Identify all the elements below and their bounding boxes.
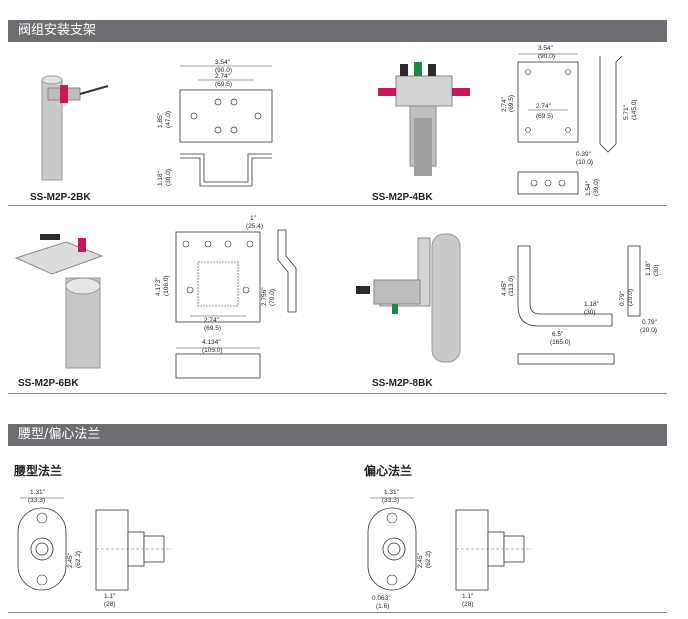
bracket-4bk-photo	[378, 62, 470, 176]
svg-text:2.74": 2.74"	[536, 103, 552, 110]
divider-bottom	[8, 612, 667, 613]
bracket-4bk-drawing: 3.54" (90.0) 2.74" (69.5) 2.74" (69.5) 5…	[501, 45, 638, 196]
svg-text:(20.0): (20.0)	[640, 327, 657, 334]
oval-flange-drawing: 1.31" (33.3) 2.45" (62.2) 1.1" (28)	[17, 489, 172, 608]
svg-text:(69.5): (69.5)	[204, 325, 221, 332]
bracket-code-8bk: SS-M2P-8BK	[372, 378, 433, 389]
flange-heading-eccentric: 偏心法兰	[364, 464, 413, 478]
bracket-code-2bk: SS-M2P-2BK	[30, 192, 91, 203]
svg-text:(30): (30)	[653, 264, 660, 276]
svg-text:2.74": 2.74"	[215, 73, 231, 80]
flange-heading-oval: 腰型法兰	[14, 464, 63, 478]
bracket-8bk-drawing: 4.45" (113.0) 1.18" (30) 6.5" (165.0) 0.…	[501, 245, 660, 365]
svg-text:1.31": 1.31"	[30, 489, 46, 496]
svg-text:0.79": 0.79"	[642, 319, 658, 326]
svg-text:1.54": 1.54"	[585, 180, 592, 196]
svg-text:(25.4): (25.4)	[246, 223, 263, 230]
svg-text:4.134": 4.134"	[202, 339, 221, 346]
svg-text:1.31": 1.31"	[384, 489, 400, 496]
svg-text:1.18": 1.18"	[645, 260, 652, 276]
svg-text:(145.0): (145.0)	[631, 99, 638, 120]
svg-text:1": 1"	[250, 215, 257, 222]
svg-text:4.45": 4.45"	[501, 280, 508, 296]
svg-text:0.39": 0.39"	[576, 151, 592, 158]
bracket-6bk-photo	[14, 234, 104, 369]
svg-text:0.79": 0.79"	[619, 290, 626, 306]
svg-text:(30.0): (30.0)	[165, 169, 172, 186]
bracket-2bk-drawing: 3.54" (90.0) 2.74" (69.5) 1.85" (47.0) 1…	[157, 59, 273, 187]
eccentric-flange-drawing: 1.31" (33.3) 2.45" (62.2) 0.063" (1.6) 1…	[367, 489, 532, 610]
svg-text:5.71": 5.71"	[623, 104, 630, 120]
bracket-6bk-drawing: 4.173" (106.0) 2.756" (70.0) 2.74" (69.5…	[155, 215, 297, 379]
svg-text:(69.5): (69.5)	[536, 113, 553, 120]
svg-text:(30): (30)	[584, 309, 596, 316]
svg-text:3.54": 3.54"	[538, 45, 554, 52]
svg-text:(106.0): (106.0)	[163, 275, 170, 296]
svg-text:(10.0): (10.0)	[576, 159, 593, 166]
svg-text:(165.0): (165.0)	[550, 339, 571, 346]
section-header-flange: 腰型/偏心法兰	[8, 424, 667, 446]
svg-text:(69.5): (69.5)	[215, 81, 232, 88]
svg-text:2.74": 2.74"	[204, 317, 220, 324]
svg-text:1.18": 1.18"	[157, 170, 164, 186]
svg-text:(69.5): (69.5)	[508, 95, 515, 112]
svg-text:4.173": 4.173"	[155, 277, 162, 296]
svg-text:(105.0): (105.0)	[202, 347, 223, 354]
svg-text:(20.0): (20.0)	[627, 289, 634, 306]
svg-text:2.45": 2.45"	[67, 552, 74, 568]
bracket-8bk-photo	[356, 233, 461, 363]
svg-text:(47.0): (47.0)	[165, 111, 172, 128]
svg-text:(39.0): (39.0)	[593, 179, 600, 196]
svg-text:(113.0): (113.0)	[508, 276, 515, 296]
svg-text:1.1": 1.1"	[462, 593, 474, 600]
bracket-2bk-photo	[41, 75, 109, 181]
svg-text:(62.2): (62.2)	[425, 551, 432, 568]
svg-text:(28): (28)	[462, 601, 474, 608]
bracket-code-4bk: SS-M2P-4BK	[372, 192, 433, 203]
svg-text:2.45": 2.45"	[417, 552, 424, 568]
svg-text:1.18": 1.18"	[584, 301, 600, 308]
svg-text:(62.2): (62.2)	[75, 551, 82, 568]
svg-text:3.54": 3.54"	[215, 59, 231, 66]
svg-text:(70.0): (70.0)	[269, 289, 276, 306]
svg-text:1.85": 1.85"	[157, 112, 164, 128]
svg-text:2.74": 2.74"	[501, 96, 508, 112]
divider-row-2	[8, 393, 667, 394]
svg-text:6.5": 6.5"	[552, 331, 564, 338]
svg-text:(28): (28)	[104, 601, 116, 608]
section-header-bracket: 阀组安装支架	[8, 20, 667, 42]
svg-text:2.756": 2.756"	[261, 287, 268, 306]
svg-text:1.1": 1.1"	[104, 593, 116, 600]
divider-row-1	[8, 205, 667, 206]
svg-text:(33.3): (33.3)	[28, 497, 45, 504]
svg-text:(90.0): (90.0)	[538, 53, 555, 60]
svg-text:(33.3): (33.3)	[382, 497, 399, 504]
svg-text:0.063": 0.063"	[372, 595, 391, 602]
svg-text:(90.0): (90.0)	[215, 67, 232, 74]
svg-text:(1.6): (1.6)	[376, 603, 389, 610]
bracket-code-6bk: SS-M2P-6BK	[18, 378, 79, 389]
